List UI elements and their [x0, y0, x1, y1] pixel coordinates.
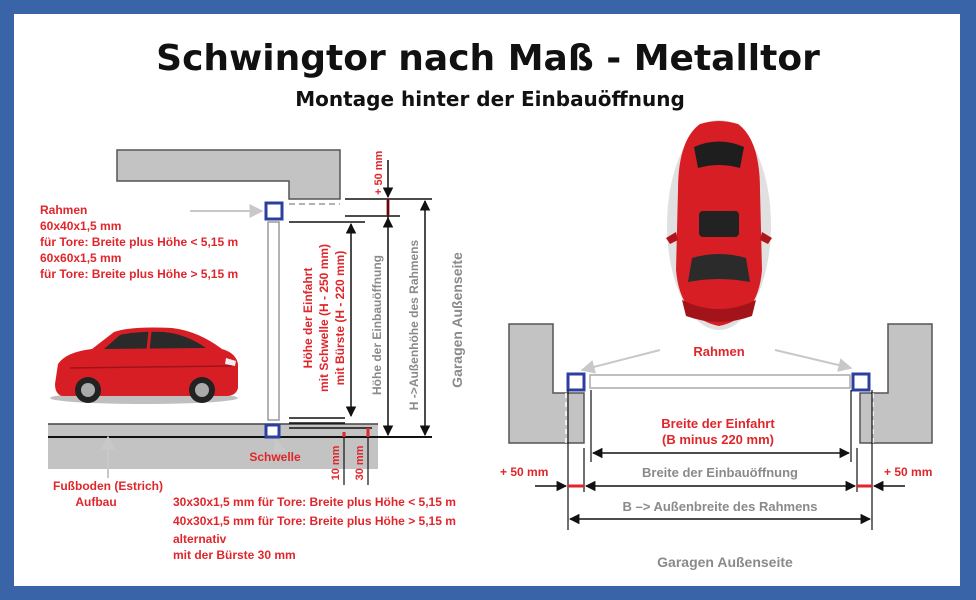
- hoehe-einbauoeffnung-label: Höhe der Einbauöffnung: [370, 255, 384, 395]
- rahmen-spec-1: 60x40x1,5 mm: [40, 219, 121, 233]
- aussenbreite-label: B –> Außenbreite des Rahmens: [623, 499, 818, 514]
- rahmen-spec-1-note: für Tore: Breite plus Höhe < 5,15 m: [40, 235, 238, 249]
- plan-view-drawing: [508, 323, 933, 530]
- aussenhoehe-label: H ->Außenhöhe des Rahmens: [407, 240, 421, 411]
- right-wall-pillar: [859, 323, 933, 444]
- threshold-profile: [264, 423, 281, 439]
- side-section-drawing: [48, 149, 432, 485]
- frame-side-bar: [267, 221, 280, 421]
- lintel-wall: [116, 149, 341, 200]
- rahmen-label: Rahmen: [40, 203, 87, 217]
- garagen-aussenseite-left: Garagen Außenseite: [449, 252, 465, 388]
- rahmen-spec-2: 60x60x1,5 mm: [40, 251, 121, 265]
- plus50-right-label: + 50 mm: [884, 465, 932, 479]
- plus50-top-label: + 50 mm: [373, 150, 385, 195]
- page-subtitle: Montage hinter der Einbauöffnung: [295, 87, 685, 111]
- schwelle-pointer-arrow: [272, 438, 286, 454]
- page-title: Schwingtor nach Maß - Metalltor: [156, 38, 820, 79]
- frame-profile-top: [264, 201, 284, 221]
- schwelle-buerste: mit der Bürste 30 mm: [173, 548, 296, 562]
- breite-einbauoeffnung-label: Breite der Einbauöffnung: [642, 465, 798, 480]
- hoehe-einfahrt-buerste: mit Bürste (H - 220 mm): [333, 251, 347, 386]
- rahmen-plan-label: Rahmen: [693, 344, 744, 359]
- hoehe-einfahrt-schwelle: mit Schwelle (H - 250 mm): [317, 244, 331, 392]
- plus50-left-label: + 50 mm: [500, 465, 548, 479]
- breite-einfahrt-label: Breite der Einfahrt: [661, 416, 775, 431]
- fussboden-label: Fußboden (Estrich): [53, 479, 163, 493]
- rahmen-spec-2-note: für Tore: Breite plus Höhe > 5,15 m: [40, 267, 238, 281]
- schwelle-spec-1: 30x30x1,5 mm für Tore: Breite plus Höhe …: [173, 495, 456, 509]
- floor-slab: [48, 424, 378, 469]
- garagen-aussenseite-right: Garagen Außenseite: [657, 554, 793, 570]
- dim-10mm-label: 10 mm: [330, 445, 342, 480]
- schwelle-spec-2: 40x30x1,5 mm für Tore: Breite plus Höhe …: [173, 514, 456, 528]
- frame-profile-right: [851, 372, 871, 392]
- fussboden-aufbau-label: Aufbau: [75, 495, 116, 509]
- breite-einfahrt-formula: (B minus 220 mm): [662, 432, 774, 447]
- car-side-view-image: [50, 327, 238, 404]
- frame-top-bar: [589, 374, 851, 389]
- schwelle-label: Schwelle: [249, 450, 301, 464]
- dim-30mm-label: 30 mm: [354, 445, 366, 480]
- hoehe-einfahrt-label: Höhe der Einfahrt: [301, 268, 315, 369]
- schwelle-alternativ: alternativ: [173, 532, 227, 546]
- car-top-view-image: [666, 120, 772, 330]
- frame-profile-left: [566, 372, 586, 392]
